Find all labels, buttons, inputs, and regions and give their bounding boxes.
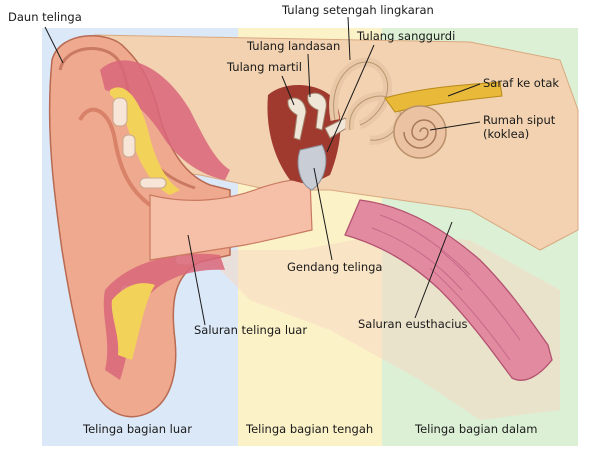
label-tulang-martil: Tulang martil xyxy=(227,60,302,74)
ear-canal xyxy=(149,178,313,261)
eustachian-tube-ridges xyxy=(371,214,521,361)
label-saraf-ke-otak: Saraf ke otak xyxy=(483,76,560,90)
label-tulang-setengah-lingkaran: Tulang setengah lingkaran xyxy=(282,3,434,17)
label-rumah-siput: Rumah siput xyxy=(483,113,556,127)
anvil-bone xyxy=(307,92,327,131)
cochlea xyxy=(393,105,447,159)
leader-lines xyxy=(44,16,481,326)
label-tulang-sanggurdi: Tulang sanggurdi xyxy=(357,29,456,43)
hammer-bone xyxy=(287,97,307,141)
auricle-inner-fold xyxy=(78,107,152,207)
eardrum-shape xyxy=(297,144,327,191)
zone-label-outer: Telinga bagian luar xyxy=(83,422,192,436)
label-saluran-telinga-luar: Saluran telinga luar xyxy=(194,323,308,337)
zone-label-inner: Telinga bagian dalam xyxy=(415,422,538,436)
label-daun-telinga: Daun telinga xyxy=(8,10,82,24)
lower-fat xyxy=(111,283,155,360)
eustachian-tube xyxy=(344,199,553,381)
label-tulang-landasan: Tulang landasan xyxy=(247,39,341,53)
label-gendang-telinga: Gendang telinga xyxy=(287,260,383,274)
label-saluran-eusthacius: Saluran eusthacius xyxy=(358,317,468,331)
upper-muscle xyxy=(100,60,230,180)
label-koklea: (koklea) xyxy=(483,127,530,141)
zone-label-middle: Telinga bagian tengah xyxy=(246,422,374,436)
